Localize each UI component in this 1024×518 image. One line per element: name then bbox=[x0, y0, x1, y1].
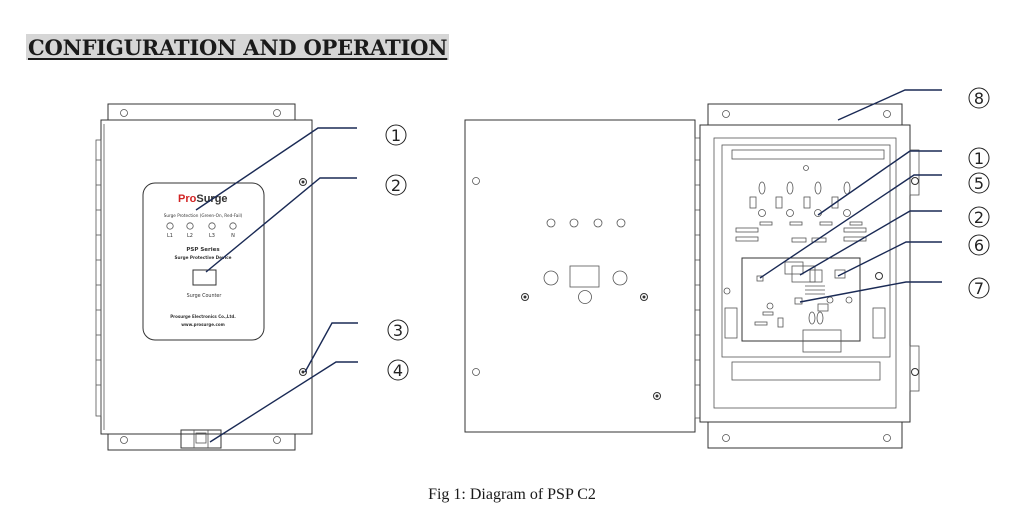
callout-number: 3 bbox=[393, 321, 403, 340]
bottom-mount-tab bbox=[707, 422, 903, 449]
component-row bbox=[735, 181, 867, 243]
callout-number: 2 bbox=[391, 176, 401, 195]
indicator-lamp bbox=[208, 222, 216, 230]
leader-line bbox=[304, 322, 358, 373]
series-label: PSP Series bbox=[186, 247, 220, 253]
backplate bbox=[721, 144, 891, 358]
brand-logo: ProSurge bbox=[178, 193, 228, 205]
lid-screw bbox=[299, 368, 307, 376]
device-label: Surge Protective Device bbox=[175, 255, 232, 260]
mount-hole bbox=[273, 109, 281, 117]
callout-number: 5 bbox=[974, 174, 984, 193]
indicator-label: L1 bbox=[167, 233, 173, 239]
leader-line bbox=[759, 174, 942, 279]
callout-number: 1 bbox=[391, 126, 401, 145]
callout-circle bbox=[968, 147, 990, 169]
indicator-title: Surge Protection (Green-On, Red-Fail) bbox=[164, 213, 243, 218]
callout-number: 2 bbox=[974, 208, 984, 227]
mount-hole bbox=[120, 109, 128, 117]
top-mount-tab bbox=[707, 103, 903, 125]
callout-number: 4 bbox=[393, 361, 403, 380]
door-panel bbox=[464, 119, 696, 433]
right-leaders bbox=[759, 89, 942, 303]
top-mount-tab bbox=[107, 103, 296, 120]
terminal-block bbox=[802, 329, 842, 353]
counter-cutout bbox=[569, 265, 600, 288]
inner-wall bbox=[713, 137, 897, 409]
lid-screw bbox=[299, 178, 307, 186]
callout-circle bbox=[968, 234, 990, 256]
leader-line bbox=[837, 89, 942, 121]
leader-line bbox=[205, 177, 357, 273]
bottom-mount-tab bbox=[107, 434, 296, 451]
mount-hole bbox=[273, 436, 281, 444]
enclosure-body bbox=[699, 124, 911, 423]
callout-number: 8 bbox=[974, 89, 984, 108]
indicator-label: N bbox=[231, 233, 235, 239]
page-heading: CONFIGURATION AND OPERATION bbox=[26, 34, 450, 60]
callout-circle bbox=[968, 87, 990, 109]
company-label: Prosurge Electronics Co.,Ltd. bbox=[170, 314, 236, 319]
callout-circle bbox=[387, 359, 409, 381]
leader-line bbox=[817, 150, 942, 216]
leader-line bbox=[799, 210, 942, 276]
callout-number: 6 bbox=[974, 236, 984, 255]
bottom-latch bbox=[180, 429, 222, 449]
figure-caption: Fig 1: Diagram of PSP C2 bbox=[428, 486, 596, 503]
callout-circle bbox=[387, 319, 409, 341]
open-enclosure bbox=[699, 103, 920, 449]
callout-circle bbox=[968, 172, 990, 194]
door-hinge bbox=[694, 137, 701, 419]
indicator-label: L3 bbox=[209, 233, 215, 239]
front-label-panel: ProSurge Surge Protection (Green-On, Red… bbox=[142, 182, 265, 341]
label-panel bbox=[142, 182, 265, 341]
leader-line bbox=[837, 241, 942, 277]
indicator-lamp bbox=[229, 222, 237, 230]
front-view-enclosure bbox=[95, 103, 313, 451]
open-door bbox=[464, 119, 701, 433]
callout-circle bbox=[968, 206, 990, 228]
callout-number: 1 bbox=[974, 149, 984, 168]
indicator-label: L2 bbox=[187, 233, 193, 239]
left-callouts: 1 2 3 4 bbox=[385, 124, 409, 381]
leader-line bbox=[209, 361, 358, 443]
website-label: www.prosurge.com bbox=[181, 322, 225, 327]
counter-label: Surge Counter bbox=[187, 293, 222, 299]
surge-counter-window bbox=[192, 269, 217, 286]
callout-circle bbox=[385, 124, 407, 146]
hinge-strip bbox=[95, 139, 102, 417]
callout-circle bbox=[385, 174, 407, 196]
leader-line bbox=[799, 281, 942, 303]
right-callouts: 8 1 5 2 6 7 bbox=[968, 87, 990, 299]
enclosure-body bbox=[100, 119, 313, 435]
leader-line bbox=[195, 127, 357, 211]
left-leaders bbox=[195, 127, 358, 443]
mount-hole bbox=[120, 436, 128, 444]
callout-number: 7 bbox=[974, 279, 984, 298]
callout-circle bbox=[968, 277, 990, 299]
indicator-lamp bbox=[166, 222, 174, 230]
control-pcb bbox=[741, 257, 861, 342]
indicator-lamp bbox=[186, 222, 194, 230]
